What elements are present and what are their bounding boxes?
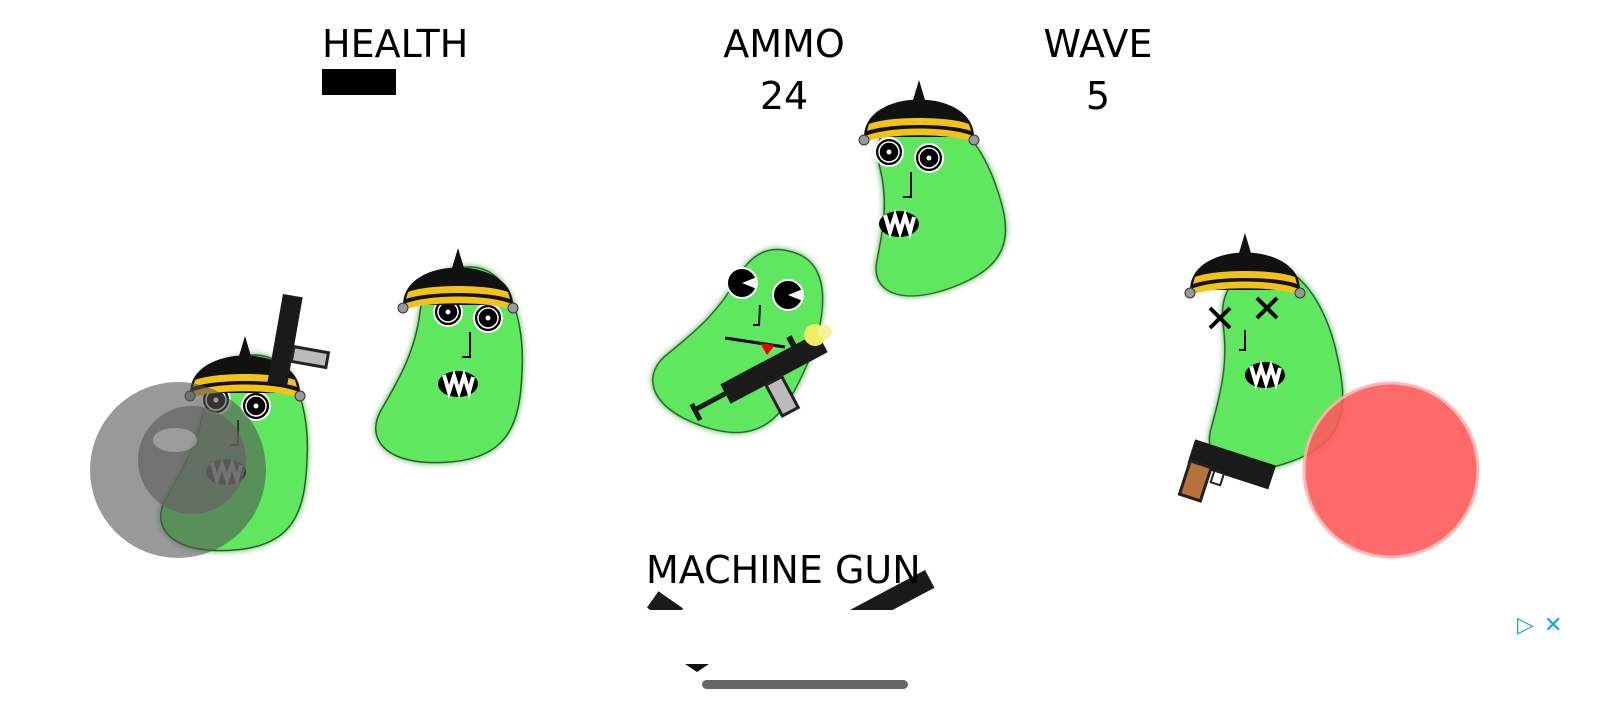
- x-eyes: [1208, 296, 1279, 330]
- gun-fragment: [685, 664, 709, 672]
- muzzle-flash-icon: [804, 324, 832, 346]
- health-bar: [322, 69, 396, 95]
- helmet-icon: [397, 247, 519, 314]
- ad-banner[interactable]: [0, 610, 1600, 665]
- weapon-name[interactable]: MACHINE GUN: [646, 548, 921, 592]
- wave-label: WAVE: [1043, 22, 1153, 66]
- ammo-value: 24: [759, 74, 809, 118]
- machine-gun-icon: [689, 332, 828, 422]
- player-eyes: [726, 267, 804, 311]
- home-indicator[interactable]: [702, 680, 908, 689]
- joystick-knob[interactable]: [138, 406, 246, 514]
- ad-choices-icon[interactable]: ▷: [1517, 613, 1534, 638]
- close-icon[interactable]: ✕: [1544, 613, 1563, 638]
- pistol-icon: [1177, 439, 1277, 503]
- zombie-enemy: [1167, 232, 1362, 503]
- zombie-enemy: [374, 247, 524, 464]
- zombie-enemy: [821, 79, 1029, 309]
- player-zombie: [641, 219, 846, 455]
- fire-button[interactable]: [1302, 381, 1480, 559]
- helmet-icon: [1184, 232, 1306, 299]
- wave-value: 5: [1085, 74, 1111, 118]
- health-label: HEALTH: [322, 22, 469, 66]
- ammo-label: AMMO: [723, 22, 845, 66]
- helmet-icon: [858, 79, 980, 146]
- virtual-joystick[interactable]: [90, 382, 266, 558]
- zombie-enemy: [159, 293, 331, 552]
- machine-gun-icon: [267, 293, 331, 387]
